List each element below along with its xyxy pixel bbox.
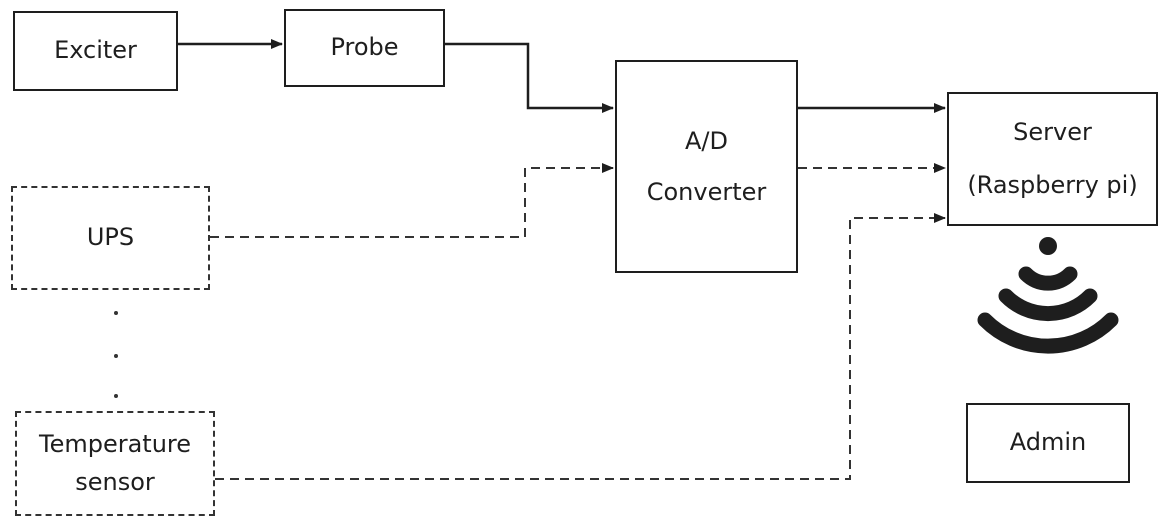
admin-block: Admin: [966, 403, 1130, 483]
admin-label: Admin: [1009, 428, 1087, 457]
wifi-signal-icon: [977, 237, 1119, 354]
ellipsis-dot: [114, 354, 118, 358]
temperature-sensor-label-line2: sensor: [75, 467, 155, 496]
server-block: Server (Raspberry pi): [947, 92, 1158, 226]
wifi-arc-outer: [977, 312, 1119, 354]
ups-label: UPS: [86, 223, 135, 252]
ellipsis-dot: [114, 311, 118, 315]
wifi-arc-middle: [998, 288, 1098, 321]
wifi-dot: [1039, 237, 1057, 255]
server-label-line1: Server: [1013, 118, 1092, 147]
ellipsis-dot: [114, 394, 118, 398]
ups-block: UPS: [11, 186, 210, 290]
adc-block: A/D Converter: [615, 60, 798, 273]
probe-label: Probe: [330, 33, 399, 62]
adc-label-line2: Converter: [646, 177, 767, 206]
temperature-sensor-label-line1: Temperature: [38, 430, 192, 459]
wifi-arc-inner: [1018, 266, 1078, 291]
exciter-label: Exciter: [54, 36, 137, 65]
temperature-sensor-block: Temperature sensor: [15, 411, 215, 516]
exciter-block: Exciter: [13, 11, 178, 91]
probe-block: Probe: [284, 9, 445, 87]
arrow-temperature-sensor-to-server: [215, 213, 946, 480]
arrow-ups-to-adc: [210, 163, 614, 238]
arrow-probe-to-adc: [445, 42, 614, 113]
server-label-line2: (Raspberry pi): [967, 171, 1138, 199]
adc-label-line1: A/D: [685, 127, 728, 156]
